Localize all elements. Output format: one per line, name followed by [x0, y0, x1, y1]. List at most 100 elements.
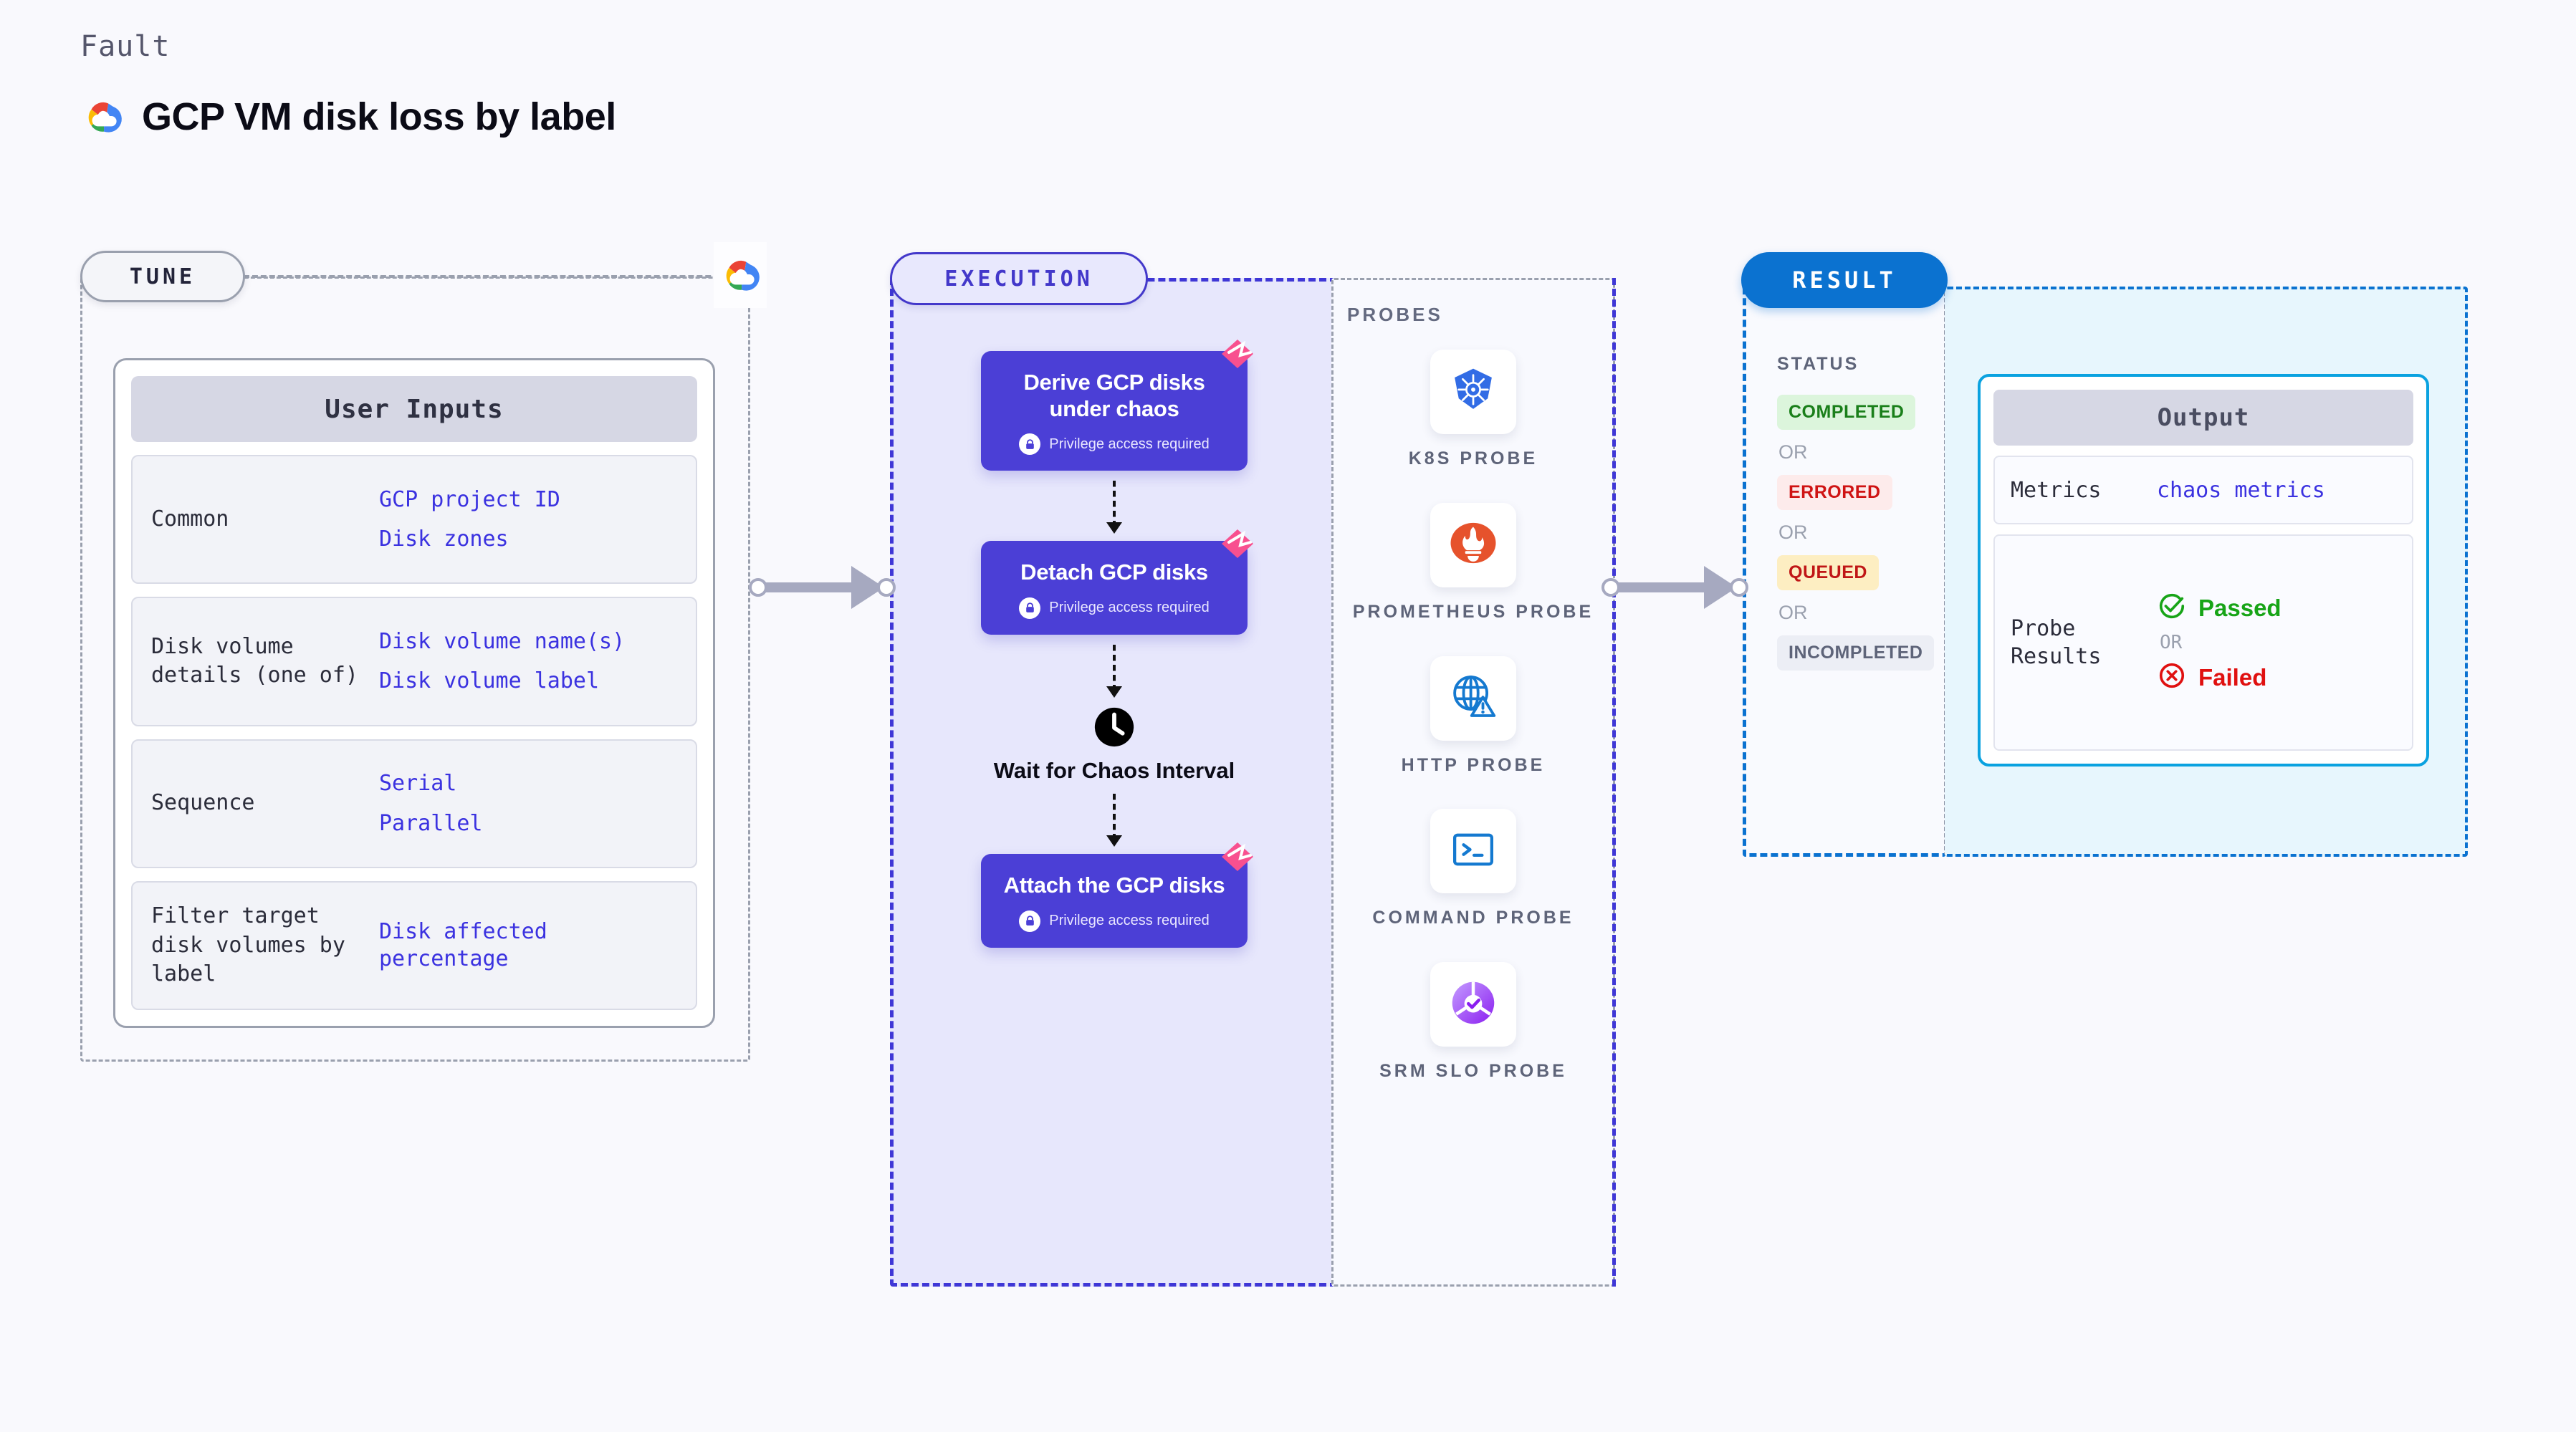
user-input-row[interactable]: Filter target disk volumes by label Disk…: [131, 880, 697, 1010]
user-input-value[interactable]: Disk volume label: [379, 668, 600, 694]
connector-execution-to-result: [1601, 566, 1748, 609]
page-title-row: GCP VM disk loss by label: [79, 93, 616, 140]
user-input-value[interactable]: Disk zones: [379, 527, 509, 552]
status-title: STATUS: [1777, 354, 1859, 374]
flow-step-title: Detach GCP disks: [1020, 559, 1208, 585]
flow-step-detach-disks[interactable]: Detach GCP disks Privilege access requir…: [981, 529, 1253, 635]
output-probe-key: Probe Results: [2011, 616, 2102, 669]
status-or-label: OR: [1778, 522, 1808, 543]
probes-region: [1331, 278, 1615, 1287]
user-input-values: Disk volume name(s) Disk volume label: [379, 628, 625, 695]
user-inputs-card: User Inputs Common GCP project ID Disk z…: [113, 358, 715, 1028]
probe-item-srm-slo[interactable]: SRM SLO PROBE: [1347, 962, 1599, 1084]
srm-slo-icon: [1447, 977, 1499, 1032]
user-input-label: Filter target disk volumes by label: [151, 903, 345, 987]
probe-result-passed-label: Passed: [2198, 594, 2281, 621]
litmus-corner-icon: [1219, 841, 1256, 875]
flow-step-wait-interval: Wait for Chaos Interval: [994, 705, 1235, 784]
probe-result-failed: Failed: [2157, 660, 2281, 694]
lock-icon: [1019, 597, 1041, 619]
probe-result-failed-label: Failed: [2198, 663, 2267, 691]
probe-label: HTTP PROBE: [1401, 754, 1546, 775]
flow-arrow-down-icon: [1113, 481, 1116, 532]
user-input-value[interactable]: Parallel: [379, 810, 483, 836]
probe-tile[interactable]: [1430, 809, 1516, 894]
user-input-values: Serial Parallel: [379, 770, 483, 837]
privilege-note: Privilege access required: [997, 433, 1232, 456]
x-circle-icon: [2157, 660, 2187, 694]
user-input-value[interactable]: Disk volume name(s): [379, 628, 626, 654]
terminal-icon: [1447, 824, 1499, 879]
flow-step-title: Attach the GCP disks: [1003, 873, 1225, 898]
connector-start-dot: [1601, 578, 1620, 597]
check-circle-icon: [2157, 591, 2187, 625]
flow-step-attach-disks[interactable]: Attach the GCP disks Privilege access re…: [981, 842, 1253, 948]
output-row-metrics[interactable]: Metrics chaos metrics: [1993, 456, 2413, 524]
flow-step-title: Derive GCP disks under chaos: [1023, 370, 1205, 421]
status-list: STATUS COMPLETED OR ERRORED OR QUEUED OR…: [1777, 354, 1935, 671]
probe-result-passed: Passed: [2157, 591, 2281, 625]
probe-item-http[interactable]: HTTP PROBE: [1347, 655, 1599, 778]
flow-arrow-down-icon: [1113, 794, 1116, 845]
user-input-label: Common: [151, 506, 229, 532]
page-kicker: Fault: [80, 30, 171, 63]
user-input-row[interactable]: Disk volume details (one of) Disk volume…: [131, 597, 697, 726]
output-card: Output Metrics chaos metrics Probe Resul…: [1978, 374, 2429, 767]
output-metrics-value[interactable]: chaos metrics: [2157, 477, 2325, 503]
privilege-note: Privilege access required: [997, 910, 1232, 932]
flow-arrow-down-icon: [1113, 644, 1116, 695]
probe-label: PROMETHEUS PROBE: [1352, 601, 1594, 622]
user-input-values: GCP project ID Disk zones: [379, 486, 560, 553]
probe-item-k8s[interactable]: K8S PROBE: [1347, 350, 1599, 471]
result-badge[interactable]: RESULT: [1741, 252, 1948, 308]
user-input-values: Disk affected percentage: [379, 918, 677, 972]
prometheus-icon: [1447, 517, 1499, 572]
status-or-label: OR: [1778, 602, 1808, 623]
output-probe-values: Passed OR Failed: [2157, 591, 2281, 694]
user-input-row[interactable]: Sequence Serial Parallel: [131, 739, 697, 868]
probe-item-command[interactable]: COMMAND PROBE: [1347, 809, 1599, 931]
connector-end-dot: [1730, 578, 1748, 597]
flow-step-derive-disks[interactable]: Derive GCP disks under chaos Privilege a…: [981, 340, 1253, 471]
user-input-value[interactable]: Serial: [379, 771, 457, 797]
user-input-label: Disk volume details (one of): [151, 633, 358, 688]
probes-list: K8S PROBE PROMETHEUS PROBE: [1347, 350, 1599, 1084]
execution-region-right-border: [1612, 278, 1616, 1287]
output-metrics-key: Metrics: [2011, 477, 2102, 503]
probe-label: SRM SLO PROBE: [1379, 1061, 1567, 1081]
tune-connector-line: [244, 275, 745, 278]
user-input-label: Sequence: [151, 790, 255, 816]
privilege-text: Privilege access required: [1049, 600, 1210, 616]
privilege-note: Privilege access required: [997, 597, 1232, 619]
probe-label: K8S PROBE: [1408, 448, 1538, 468]
output-row-probe-results: Probe Results Passed OR: [1993, 534, 2413, 751]
user-input-row[interactable]: Common GCP project ID Disk zones: [131, 455, 697, 585]
execution-badge[interactable]: EXECUTION: [890, 252, 1148, 305]
lock-icon: [1019, 433, 1041, 456]
privilege-text: Privilege access required: [1049, 436, 1210, 452]
probe-tile[interactable]: [1430, 655, 1516, 741]
user-inputs-title: User Inputs: [131, 376, 697, 442]
connector-shaft: [763, 582, 856, 592]
execution-flow: Derive GCP disks under chaos Privilege a…: [953, 340, 1275, 948]
probe-item-prometheus[interactable]: PROMETHEUS PROBE: [1347, 502, 1599, 625]
user-input-value[interactable]: Disk affected percentage: [379, 919, 547, 971]
probe-tile[interactable]: [1430, 350, 1516, 434]
probe-result-or-label: OR: [2160, 632, 2183, 653]
flow-step-title: Wait for Chaos Interval: [993, 757, 1235, 783]
user-input-value[interactable]: GCP project ID: [379, 486, 560, 512]
probes-title: PROBES: [1347, 304, 1443, 325]
http-globe-warning-icon: [1447, 671, 1499, 726]
probe-label: COMMAND PROBE: [1372, 908, 1574, 928]
probe-tile[interactable]: [1430, 962, 1516, 1047]
clock-icon: [1092, 705, 1136, 749]
status-badge-completed: COMPLETED: [1777, 395, 1916, 430]
output-title: Output: [1993, 390, 2413, 446]
gcp-cloud-logo-icon: [79, 93, 126, 140]
probe-tile[interactable]: [1430, 502, 1516, 587]
status-badge-errored: ERRORED: [1777, 475, 1892, 510]
page-title: GCP VM disk loss by label: [142, 95, 616, 138]
tune-badge[interactable]: TUNE: [80, 251, 245, 302]
status-or-label: OR: [1778, 441, 1808, 463]
